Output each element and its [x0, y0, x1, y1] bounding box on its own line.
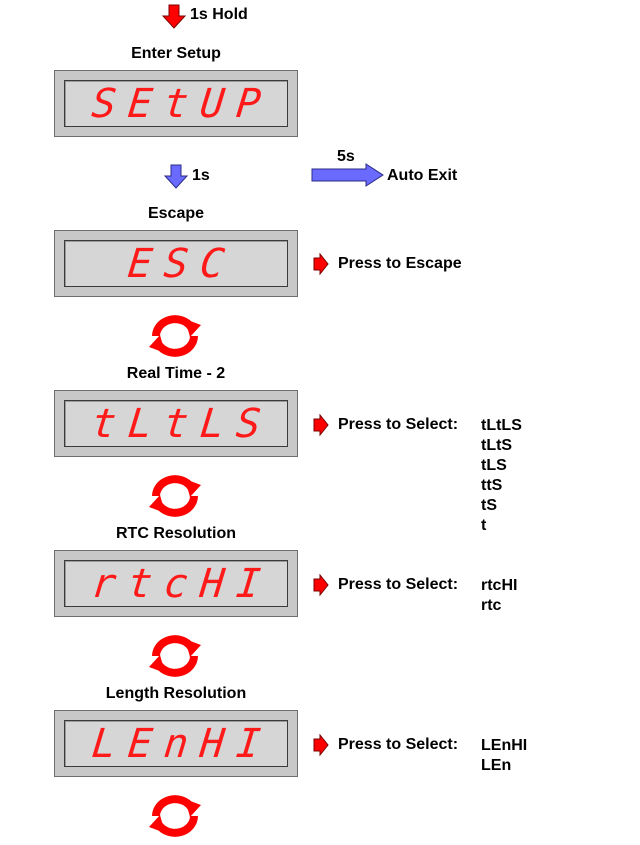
segment-display-setup: SEtUP [89, 80, 275, 127]
option-item: tLS [481, 457, 507, 474]
option-item: tLtLS [481, 417, 522, 434]
cycle-icon [149, 315, 201, 357]
cycle-icon [149, 635, 201, 677]
segment-display-rtc: rtcHI [89, 560, 275, 607]
red-right-arrow-icon [313, 734, 329, 756]
option-item: LEnHI [481, 737, 528, 754]
segment-display-length: LEnHI [89, 720, 275, 767]
auto-delay-label: 5s [337, 148, 355, 165]
red-right-arrow-icon [313, 253, 329, 275]
real-time-action: Press to Select: [338, 416, 459, 433]
option-item: tLtS [481, 437, 513, 454]
real-time-title: Real Time - 2 [126, 365, 226, 382]
display-panel-setup: SEtUP [54, 70, 298, 137]
blue-down-arrow-icon [164, 164, 188, 189]
option-item: rtcHI [481, 577, 518, 594]
segment-display-escape: ESC [125, 240, 239, 287]
option-item: ttS [481, 477, 503, 494]
option-item: LEn [481, 757, 512, 774]
red-right-arrow-icon [313, 414, 329, 436]
cycle-icon [149, 795, 201, 837]
display-panel-escape: ESC [54, 230, 298, 297]
rtc-title: RTC Resolution [116, 525, 236, 542]
display-panel-real-time: tLtLS [54, 390, 298, 457]
red-right-arrow-icon [313, 574, 329, 596]
length-title: Length Resolution [105, 685, 247, 702]
length-options: LEnHI LEn [481, 736, 527, 776]
length-action: Press to Select: [338, 736, 459, 753]
red-down-arrow-icon [162, 4, 186, 29]
option-item: rtc [481, 597, 502, 614]
escape-action: Press to Escape [338, 255, 462, 272]
setup-title: Enter Setup [131, 45, 221, 62]
rtc-action: Press to Select: [338, 576, 459, 593]
rtc-options: rtcHI rtc [481, 576, 517, 616]
delay-label: 1s [192, 167, 210, 184]
segment-display-real-time: tLtLS [89, 400, 275, 447]
option-item: tS [481, 497, 497, 514]
blue-right-arrow-icon [311, 163, 384, 187]
display-panel-length: LEnHI [54, 710, 298, 777]
real-time-options: tLtLS tLtS tLS ttS tS t [481, 416, 522, 536]
cycle-icon [149, 475, 201, 517]
hold-label: 1s Hold [190, 6, 248, 23]
option-item: t [481, 517, 487, 534]
auto-exit-label: Auto Exit [387, 167, 458, 184]
escape-title: Escape [147, 205, 205, 222]
display-panel-rtc: rtcHI [54, 550, 298, 617]
